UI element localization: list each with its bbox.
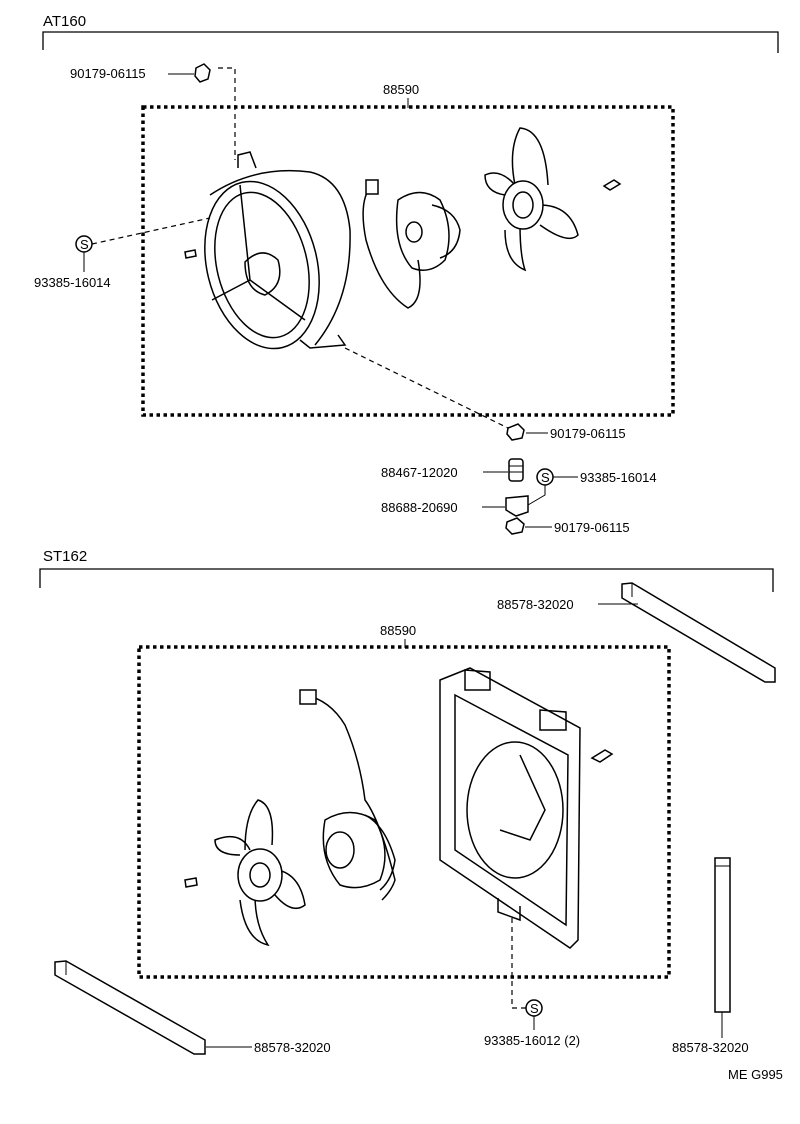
part-number-label: 88578-32020 (254, 1040, 331, 1055)
svg-text:S: S (530, 1001, 539, 1016)
screw (184, 249, 197, 259)
section-bracket (42, 31, 779, 53)
support-bar (714, 857, 731, 1013)
part-number-label: 93385-16012 (2) (484, 1033, 580, 1048)
part-number-label: 88467-12020 (381, 465, 458, 480)
fan-shroud (204, 151, 351, 350)
part-number-label: 90179-06115 (554, 520, 630, 535)
section-title: ST162 (43, 548, 87, 565)
part-number-label: 88578-32020 (672, 1040, 749, 1055)
fan-blade (484, 127, 579, 272)
fan-blade (214, 799, 306, 947)
part-number-label: 88578-32020 (497, 597, 574, 612)
assembly-label: 88590 (383, 82, 419, 97)
section-title: AT160 (43, 13, 86, 30)
fan-motor (362, 179, 461, 309)
part-number-label: 88688-20690 (381, 500, 458, 515)
dashed-leader (218, 67, 236, 160)
assembly-label: 88590 (380, 623, 416, 638)
s-symbol: S (525, 999, 543, 1017)
section-at160: AT160 88590 (34, 13, 779, 535)
dashed-leader (511, 918, 527, 1009)
support-bar (54, 960, 206, 1055)
part-number-label: 93385-16014 (34, 275, 111, 290)
section-st162: ST162 88590 88578-32020 (39, 548, 776, 1055)
s-symbol: S (75, 235, 93, 253)
svg-text:S: S (80, 237, 89, 252)
nut-icon (505, 517, 525, 535)
bracket-icon (505, 495, 529, 517)
fan-motor (299, 689, 396, 901)
part-number-label: 90179-06115 (550, 426, 626, 441)
fan-shroud (439, 667, 581, 949)
part-number-label: 90179-06115 (70, 66, 146, 81)
section-bracket (39, 568, 774, 592)
nut-icon (506, 423, 525, 441)
svg-text:S: S (541, 470, 550, 485)
assembly-frame (137, 645, 671, 979)
screw (184, 877, 198, 888)
assembly-frame (141, 105, 675, 417)
support-bar (621, 582, 776, 683)
s-symbol: S (536, 468, 554, 486)
nut-icon (194, 63, 211, 83)
dashed-leader (344, 347, 513, 431)
part-number-label: 93385-16014 (580, 470, 657, 485)
screw (590, 749, 614, 763)
screw (602, 179, 622, 191)
dashed-leader (91, 217, 211, 245)
grommet-icon (508, 458, 524, 482)
figure-code: ME G995 (728, 1067, 783, 1082)
